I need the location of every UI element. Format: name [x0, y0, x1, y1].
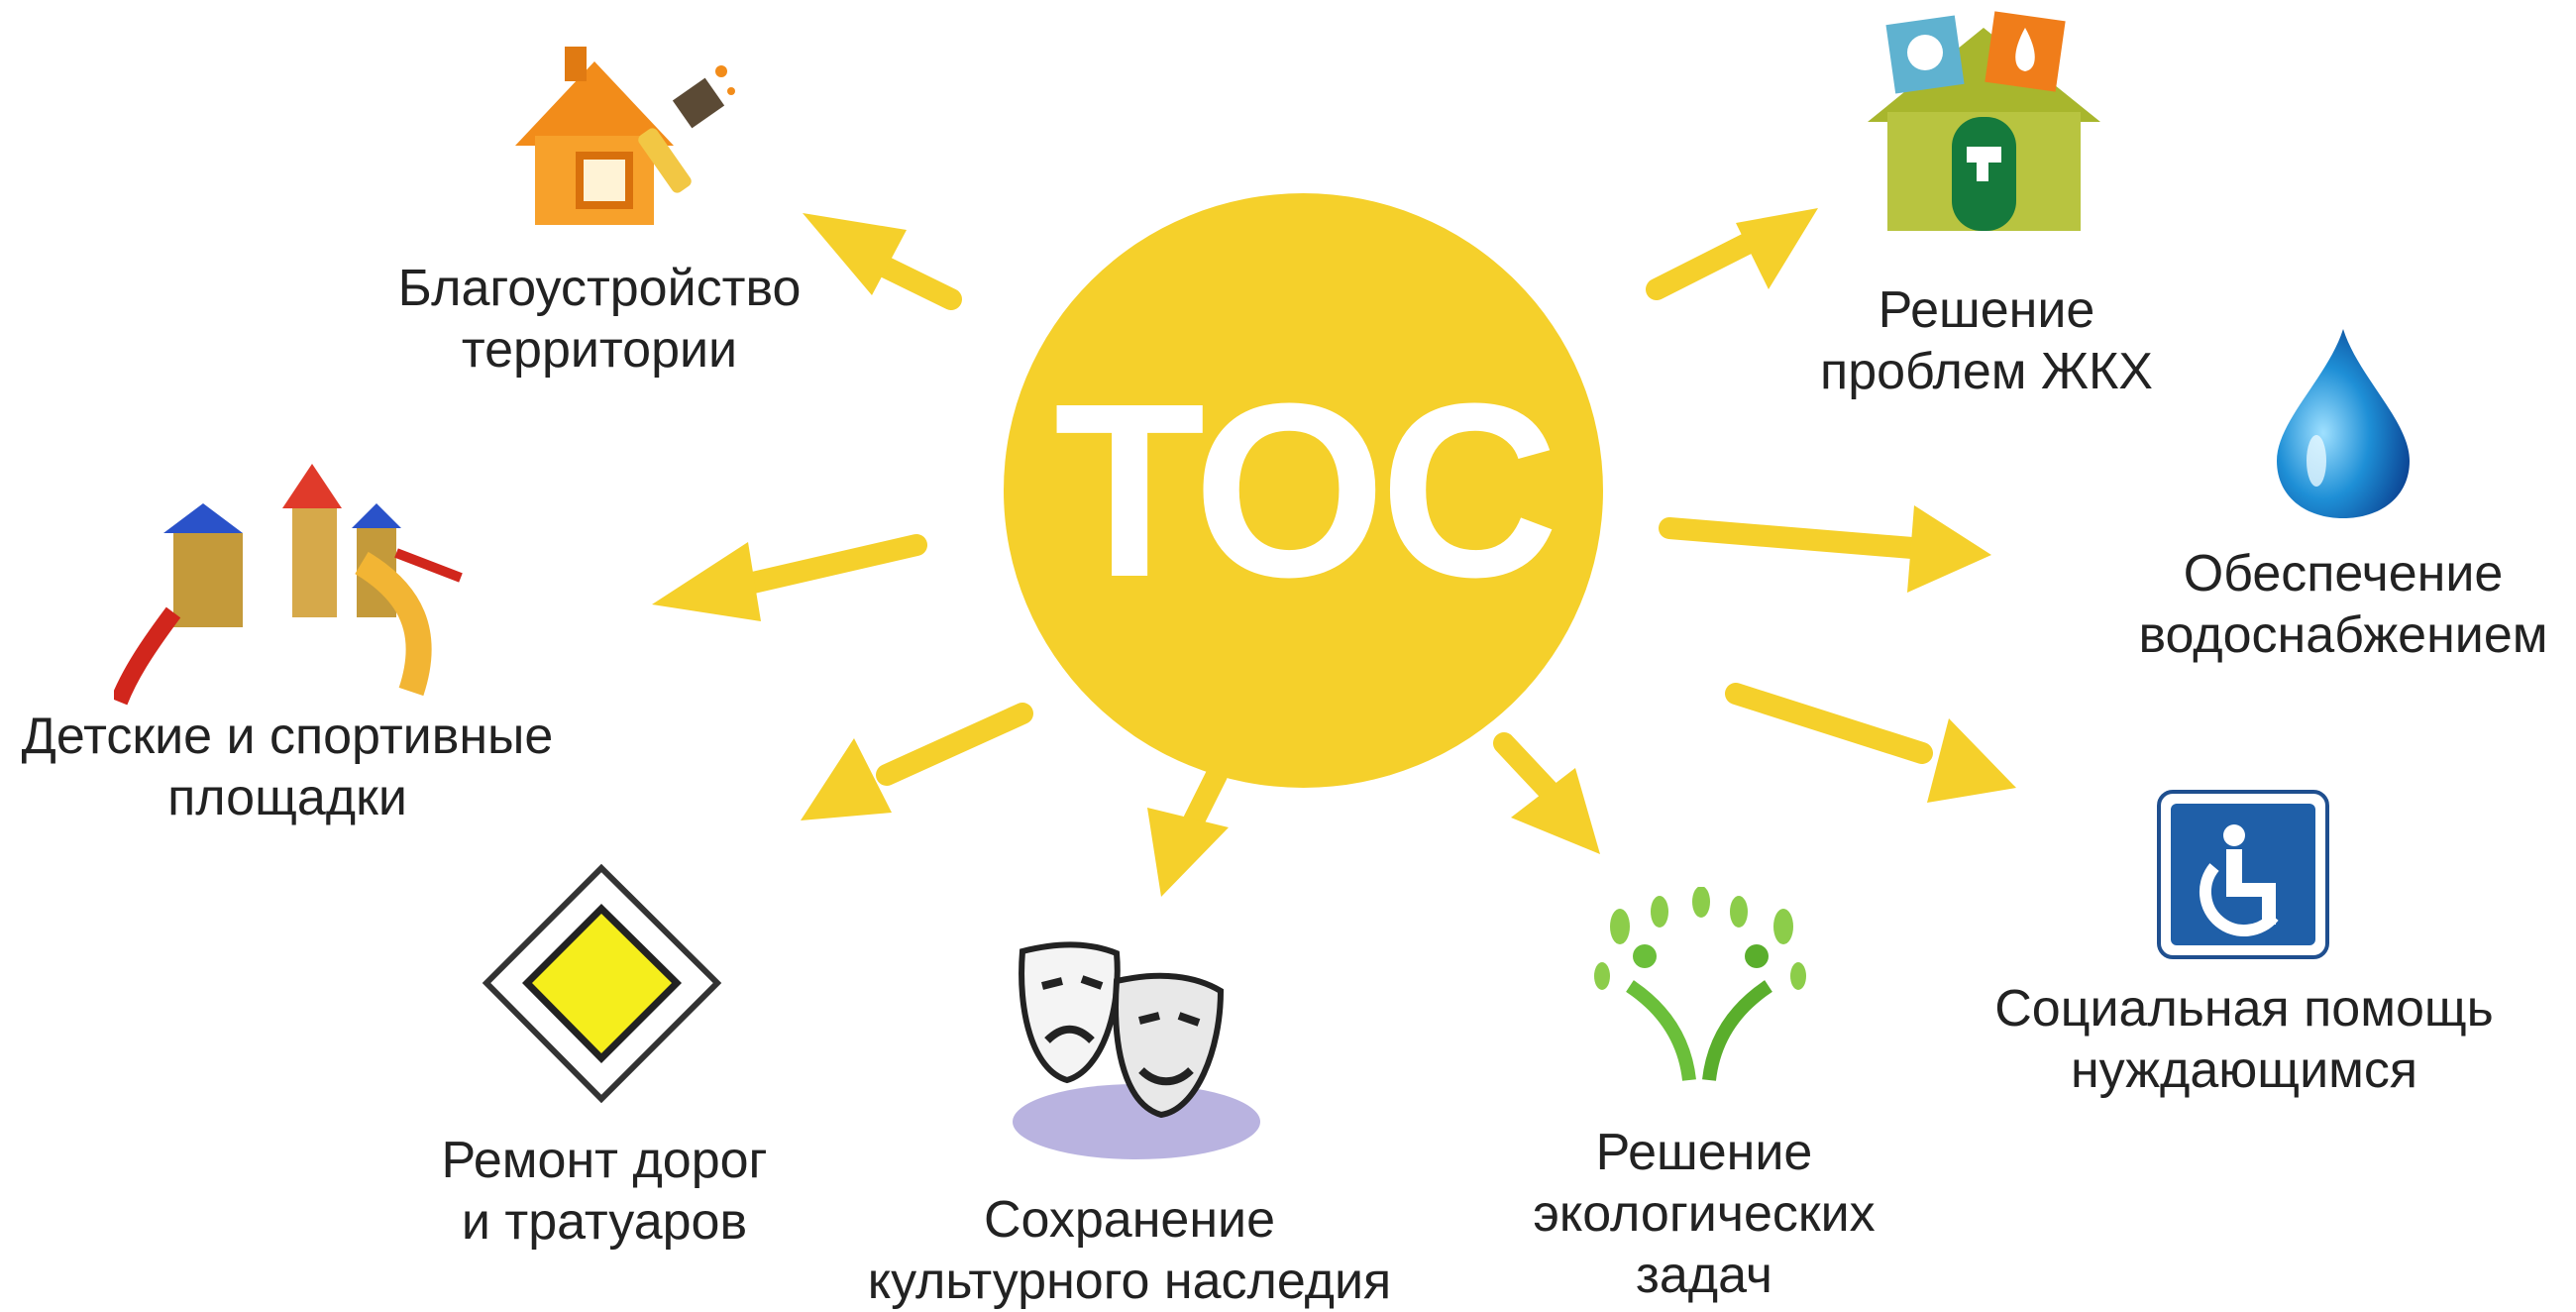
label-line: территории [461, 321, 738, 379]
arrow-head-playgrounds [652, 542, 761, 621]
label-line: Благоустройство [397, 260, 802, 317]
hub-title: ТОС [1053, 352, 1558, 628]
label-playgrounds: Детские и спортивные площадки [0, 706, 575, 828]
label-line: Обеспечение [2183, 545, 2504, 602]
water-drop-icon [2277, 329, 2410, 518]
label-landscaping: Благоустройство территории [322, 258, 877, 381]
label-line: задач [1636, 1247, 1772, 1304]
label-line: Решение [1878, 281, 2095, 339]
arrow-to-social [1725, 683, 1933, 764]
arrow-head-ecology [1511, 768, 1600, 854]
label-line: проблем ЖКХ [1820, 343, 2153, 400]
arrow-head-social [1927, 718, 2016, 803]
theatre-masks-icon [1013, 941, 1260, 1159]
label-line: культурного наследия [867, 1253, 1392, 1310]
arrow-to-playgrounds [742, 534, 927, 594]
label-line: и тратуаров [461, 1193, 748, 1251]
toc-hub: ТОС [1004, 193, 1603, 788]
priority-road-sign-icon [482, 863, 722, 1104]
label-line: нуждающимся [2070, 1041, 2418, 1099]
label-line: Решение [1595, 1124, 1813, 1181]
arrow-to-water [1659, 517, 1923, 559]
label-line: водоснабжением [2138, 606, 2548, 664]
wheelchair-icon [2157, 790, 2329, 959]
utilities-house-icon [1868, 11, 2100, 231]
label-housing: Решение проблем ЖКХ [1739, 279, 2234, 402]
arrow-head-housing [1736, 208, 1818, 289]
label-line: экологических [1533, 1185, 1876, 1243]
tree-people-icon [1594, 887, 1806, 1081]
arrow-to-culture [1183, 764, 1228, 831]
arrow-to-ecology [1493, 732, 1561, 804]
playground-icon [114, 464, 463, 706]
label-line: Сохранение [983, 1191, 1276, 1249]
arrow-to-roads [876, 703, 1033, 786]
label-line: Ремонт дорог [441, 1132, 768, 1189]
label-line: Детские и спортивные [21, 708, 554, 765]
label-water: Обеспечение водоснабжением [2120, 543, 2566, 666]
label-line: площадки [167, 769, 407, 826]
label-social: Социальная помощь нуждающимся [1967, 978, 2522, 1101]
label-ecology: Решение экологических задач [1496, 1122, 1912, 1306]
arrow-head-landscaping [803, 213, 907, 295]
label-culture: Сохранение культурного наследия [832, 1189, 1427, 1312]
arrow-head-roads [801, 738, 892, 820]
arrow-head-water [1907, 505, 1991, 593]
arrow-head-culture [1147, 808, 1229, 897]
label-roads: Ремонт дорог и тратуаров [396, 1130, 812, 1253]
arrow-to-housing [1646, 232, 1760, 300]
label-line: Социальная помощь [1994, 980, 2494, 1038]
house-paint-icon [515, 47, 735, 225]
